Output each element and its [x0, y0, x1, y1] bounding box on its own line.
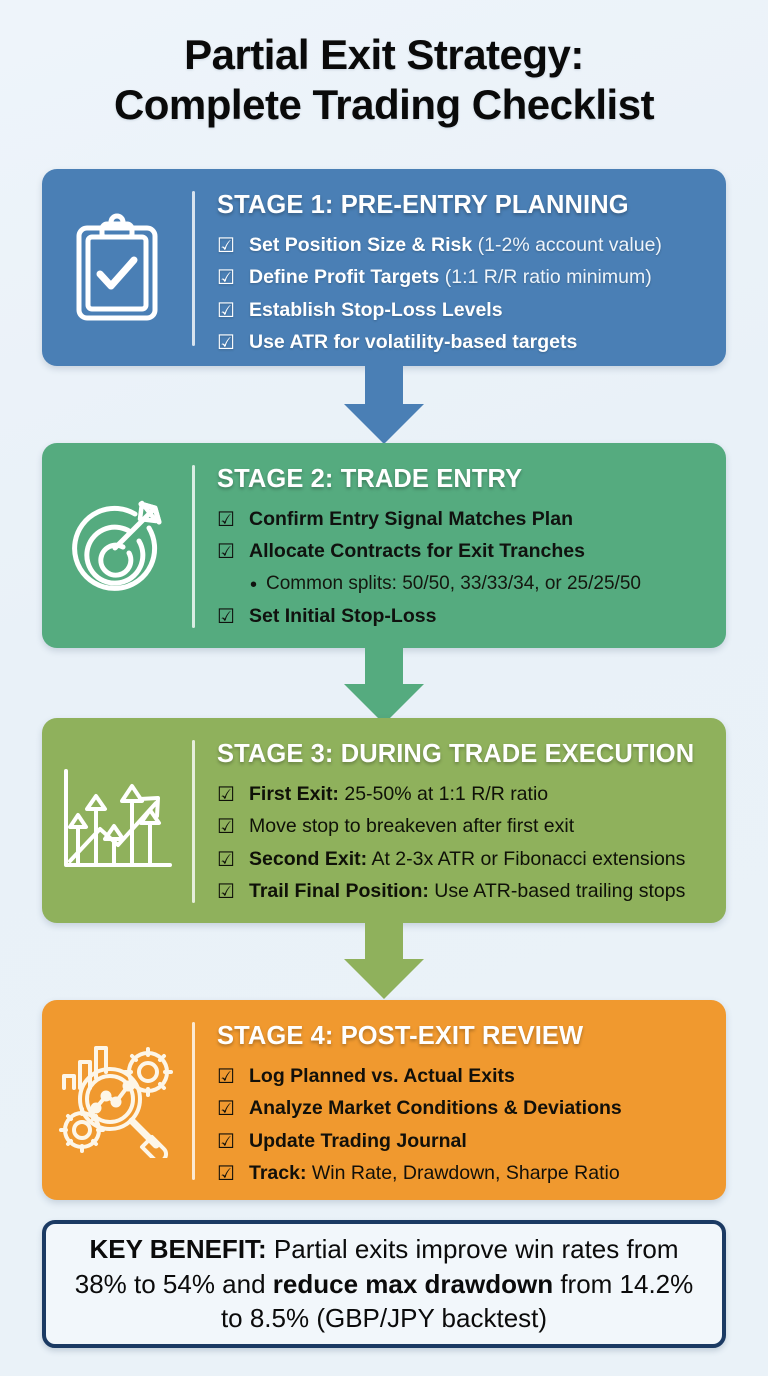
checkbox-icon[interactable]: ☑	[217, 1098, 235, 1121]
clipboard-check-icon	[42, 169, 192, 366]
checklist-item-label: Track: Win Rate, Drawdown, Sharpe Ratio	[249, 1162, 620, 1185]
checklist-item-label: Define Profit Targets (1:1 R/R ratio min…	[249, 266, 652, 289]
checkbox-icon[interactable]: ☑	[217, 332, 235, 355]
stage-card-1: STAGE 1: PRE-ENTRY PLANNING ☑ Set Positi…	[42, 169, 726, 366]
checklist-item[interactable]: ☑ Second Exit: At 2-3x ATR or Fibonacci …	[217, 844, 712, 876]
stage-content: STAGE 2: TRADE ENTRY ☑ Confirm Entry Sig…	[195, 443, 726, 648]
checklist-item-label: Second Exit: At 2-3x ATR or Fibonacci ex…	[249, 847, 686, 870]
bullet-icon: •	[250, 573, 258, 596]
stage-heading: STAGE 4: POST-EXIT REVIEW	[217, 1022, 584, 1050]
checklist-item-label: Establish Stop-Loss Levels	[249, 298, 503, 321]
connector-arrow-down	[344, 646, 424, 724]
checklist-item[interactable]: ☑ Log Planned vs. Actual Exits	[217, 1061, 712, 1093]
checklist-item[interactable]: ☑ Define Profit Targets (1:1 R/R ratio m…	[217, 262, 712, 294]
stage-heading: STAGE 3: DURING TRADE EXECUTION	[217, 740, 695, 768]
connector-arrow-down	[344, 921, 424, 999]
stage-heading: STAGE 2: TRADE ENTRY	[217, 465, 523, 493]
checklist-item[interactable]: ☑ Allocate Contracts for Exit Tranches	[217, 536, 712, 568]
checkbox-icon[interactable]: ☑	[217, 1163, 235, 1186]
checkbox-icon[interactable]: ☑	[217, 541, 235, 564]
stage-divider	[192, 191, 195, 346]
checklist-item-label: Analyze Market Conditions & Deviations	[249, 1097, 622, 1120]
stage-divider	[192, 465, 195, 628]
magnifier-gears-analytics-icon	[42, 1000, 192, 1200]
checklist: ☑ Log Planned vs. Actual Exits ☑ Analyze…	[217, 1061, 712, 1191]
target-arrow-icon	[42, 443, 192, 648]
checklist: ☑ Confirm Entry Signal Matches Plan ☑ Al…	[217, 504, 712, 633]
checklist-item-label: Confirm Entry Signal Matches Plan	[249, 508, 573, 530]
checklist-item-label: Use ATR for volatility-based targets	[249, 331, 578, 354]
key-benefit-part-3: from 14.2% to 8.5% (GBP/JPY backtest)	[220, 1268, 694, 1334]
checklist-item[interactable]: ☑ Use ATR for volatility-based targets	[217, 327, 712, 359]
checkbox-icon[interactable]: ☑	[217, 848, 235, 871]
checklist-item-label: Log Planned vs. Actual Exits	[249, 1065, 515, 1087]
checklist: ☑ First Exit: 25-50% at 1:1 R/R ratio ☑ …	[217, 779, 712, 909]
checklist-item-label: Update Trading Journal	[249, 1129, 467, 1152]
stage-divider	[192, 740, 195, 903]
key-benefit-label: KEY BENEFIT:	[89, 1234, 267, 1265]
stage-card-3: STAGE 3: DURING TRADE EXECUTION ☑ First …	[42, 718, 726, 923]
stage-content: STAGE 4: POST-EXIT REVIEW ☑ Log Planned …	[195, 1000, 726, 1200]
key-benefit-box: KEY BENEFIT: Partial exits improve win r…	[42, 1220, 726, 1348]
checklist-item[interactable]: ☑ Establish Stop-Loss Levels	[217, 295, 712, 327]
checklist-item-label: Set Initial Stop-Loss	[249, 604, 437, 627]
checklist-item[interactable]: ☑ Track: Win Rate, Drawdown, Sharpe Rati…	[217, 1158, 712, 1190]
checklist-item-label: Allocate Contracts for Exit Tranches	[249, 540, 585, 563]
key-benefit-part-1: Partial exits improve win rates from 38%…	[74, 1234, 679, 1299]
checklist-item-label: First Exit: 25-50% at 1:1 R/R ratio	[249, 783, 549, 805]
page-title-line-1: Partial Exit Strategy:	[184, 31, 584, 78]
key-benefit-text: KEY BENEFIT: Partial exits improve win r…	[66, 1232, 702, 1336]
checklist-item[interactable]: ☑ First Exit: 25-50% at 1:1 R/R ratio	[217, 779, 712, 811]
stage-divider	[192, 1022, 195, 1180]
stage-card-4: STAGE 4: POST-EXIT REVIEW ☑ Log Planned …	[42, 1000, 726, 1200]
checklist: ☑ Set Position Size & Risk (1-2% account…	[217, 230, 712, 360]
checkbox-icon[interactable]: ☑	[217, 881, 235, 904]
growth-chart-arrows-icon	[42, 718, 192, 923]
checkbox-icon[interactable]: ☑	[217, 605, 235, 628]
checkbox-icon[interactable]: ☑	[217, 509, 235, 531]
checklist-item-label: Set Position Size & Risk (1-2% account v…	[249, 234, 662, 256]
checklist-subitem-label: Common splits: 50/50, 33/33/34, or 25/25…	[266, 572, 641, 594]
checklist-item-label: Trail Final Position: Use ATR-based trai…	[249, 880, 686, 903]
checklist-item[interactable]: ☑ Analyze Market Conditions & Deviations	[217, 1093, 712, 1125]
checkbox-icon[interactable]: ☑	[217, 299, 235, 322]
checklist-item[interactable]: ☑ Move stop to breakeven after first exi…	[217, 811, 712, 843]
checkbox-icon[interactable]: ☑	[217, 1130, 235, 1153]
checklist-subitem: • Common splits: 50/50, 33/33/34, or 25/…	[217, 569, 712, 601]
key-benefit-part-2: reduce max drawdown	[272, 1268, 554, 1299]
checkbox-icon[interactable]: ☑	[217, 1066, 235, 1088]
stage-content: STAGE 1: PRE-ENTRY PLANNING ☑ Set Positi…	[195, 169, 726, 366]
checkbox-icon[interactable]: ☑	[217, 784, 235, 806]
checklist-item[interactable]: ☑ Set Position Size & Risk (1-2% account…	[217, 230, 712, 262]
checklist-item[interactable]: ☑ Confirm Entry Signal Matches Plan	[217, 504, 712, 536]
stage-content: STAGE 3: DURING TRADE EXECUTION ☑ First …	[195, 718, 726, 923]
checklist-item[interactable]: ☑ Update Trading Journal	[217, 1126, 712, 1158]
checkbox-icon[interactable]: ☑	[217, 235, 235, 257]
page-title: Partial Exit Strategy: Complete Trading …	[0, 0, 768, 129]
stage-heading: STAGE 1: PRE-ENTRY PLANNING	[217, 191, 629, 219]
page-title-line-2: Complete Trading Checklist	[113, 80, 655, 128]
checklist-item[interactable]: ☑ Trail Final Position: Use ATR-based tr…	[217, 876, 712, 908]
checklist-item[interactable]: ☑ Set Initial Stop-Loss	[217, 601, 712, 633]
connector-arrow-down	[344, 366, 424, 444]
stage-card-2: STAGE 2: TRADE ENTRY ☑ Confirm Entry Sig…	[42, 443, 726, 648]
checklist-item-label: Move stop to breakeven after first exit	[249, 815, 575, 838]
checkbox-icon[interactable]: ☑	[217, 816, 235, 839]
checkbox-icon[interactable]: ☑	[217, 267, 235, 290]
